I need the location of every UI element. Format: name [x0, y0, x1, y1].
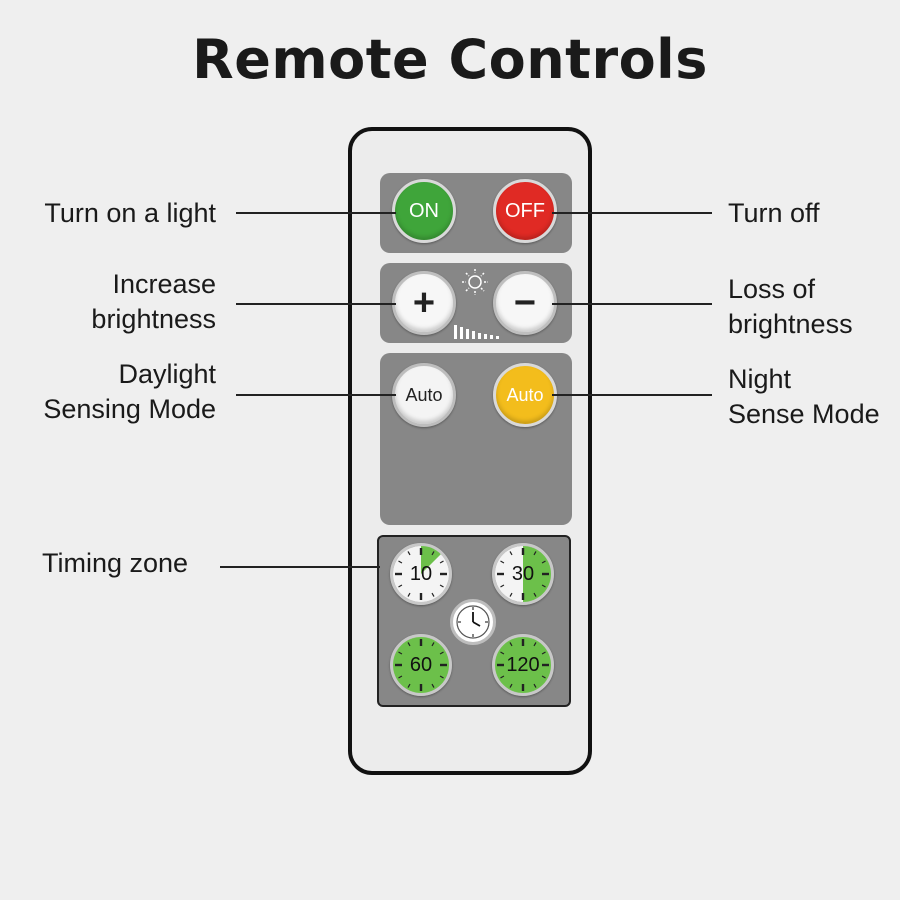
timer-label: 60: [409, 653, 433, 676]
timer-tick: [509, 683, 513, 688]
label-timing: Timing zone: [42, 548, 189, 578]
timer-tick: [500, 584, 505, 588]
timer-tick: [533, 592, 537, 597]
timer-tick: [533, 683, 537, 688]
timer-tick: [431, 642, 435, 647]
timer-fill: [421, 546, 441, 574]
clock-icon: [450, 599, 496, 645]
leader-night: [552, 394, 712, 396]
timer-tick: [398, 584, 403, 588]
timer-tick: [398, 675, 403, 679]
timer-tick: [533, 642, 537, 647]
timer-tick: [541, 675, 546, 679]
label-daylight: Daylight Sensing Mode: [43, 357, 216, 427]
label-night: Night Sense Mode: [728, 362, 880, 432]
timer-tick: [398, 651, 403, 655]
timer-tick: [509, 642, 513, 647]
label-daylight-line2: Sensing Mode: [43, 394, 216, 424]
leader-turn-on: [236, 212, 396, 214]
leader-timing: [220, 566, 380, 568]
brightness-bars-icon: [454, 325, 499, 339]
timer-tick: [439, 675, 444, 679]
daylight-auto-button[interactable]: Auto: [392, 363, 456, 427]
timer-tick: [500, 560, 505, 564]
timer-dial-icon: [393, 637, 449, 693]
timer-tick: [541, 560, 546, 564]
timer-tick: [431, 592, 435, 597]
timer-tick: [500, 651, 505, 655]
decrease-brightness-button[interactable]: −: [493, 271, 557, 335]
timer-dial-icon: [393, 546, 449, 602]
label-increase-line1: Increase: [112, 269, 216, 299]
timer-tick: [431, 683, 435, 688]
night-auto-button[interactable]: Auto: [493, 363, 557, 427]
timer-tick: [500, 675, 505, 679]
label-increase-line2: brightness: [91, 304, 216, 334]
leader-loss: [552, 303, 712, 305]
timer-30-button[interactable]: 30: [492, 543, 554, 605]
label-night-line1: Night: [728, 364, 792, 394]
timer-fill: [523, 546, 551, 602]
increase-brightness-button[interactable]: +: [392, 271, 456, 335]
timer-tick: [431, 551, 435, 556]
timer-tick: [439, 651, 444, 655]
sun-icon: [462, 269, 488, 295]
timer-tick: [509, 551, 513, 556]
leader-increase: [236, 303, 396, 305]
timer-tick: [541, 584, 546, 588]
label-increase: Increase brightness: [91, 267, 216, 337]
remote-control: ON OFF + − Auto Auto 10 30 60: [348, 127, 592, 775]
timer-fill: [495, 637, 551, 693]
page-title: Remote Controls: [192, 28, 708, 91]
timer-120-button[interactable]: 120: [492, 634, 554, 696]
timer-label: 30: [511, 562, 535, 585]
timer-dial-icon: [495, 637, 551, 693]
label-night-line2: Sense Mode: [728, 399, 880, 429]
timer-tick: [407, 642, 411, 647]
timer-label: 120: [506, 653, 540, 676]
off-button[interactable]: OFF: [493, 179, 557, 243]
timer-tick: [509, 592, 513, 597]
timer-fill: [393, 637, 449, 693]
timer-tick: [407, 551, 411, 556]
label-loss: Loss of brightness: [728, 272, 853, 342]
timer-tick: [541, 651, 546, 655]
label-loss-line2: brightness: [728, 309, 853, 339]
timer-60-button[interactable]: 60: [390, 634, 452, 696]
label-loss-line1: Loss of: [728, 274, 816, 304]
timer-label: 10: [409, 562, 433, 585]
timer-tick: [533, 551, 537, 556]
timer-dial-icon: [495, 546, 551, 602]
timer-tick: [407, 592, 411, 597]
timer-tick: [439, 560, 444, 564]
label-turn-on: Turn on a light: [44, 198, 216, 228]
label-turn-off: Turn off: [728, 198, 820, 228]
leader-turn-off: [552, 212, 712, 214]
timer-10-button[interactable]: 10: [390, 543, 452, 605]
timer-tick: [407, 683, 411, 688]
timer-tick: [398, 560, 403, 564]
label-daylight-line1: Daylight: [118, 359, 216, 389]
timer-tick: [439, 584, 444, 588]
leader-daylight: [236, 394, 396, 396]
on-button[interactable]: ON: [392, 179, 456, 243]
